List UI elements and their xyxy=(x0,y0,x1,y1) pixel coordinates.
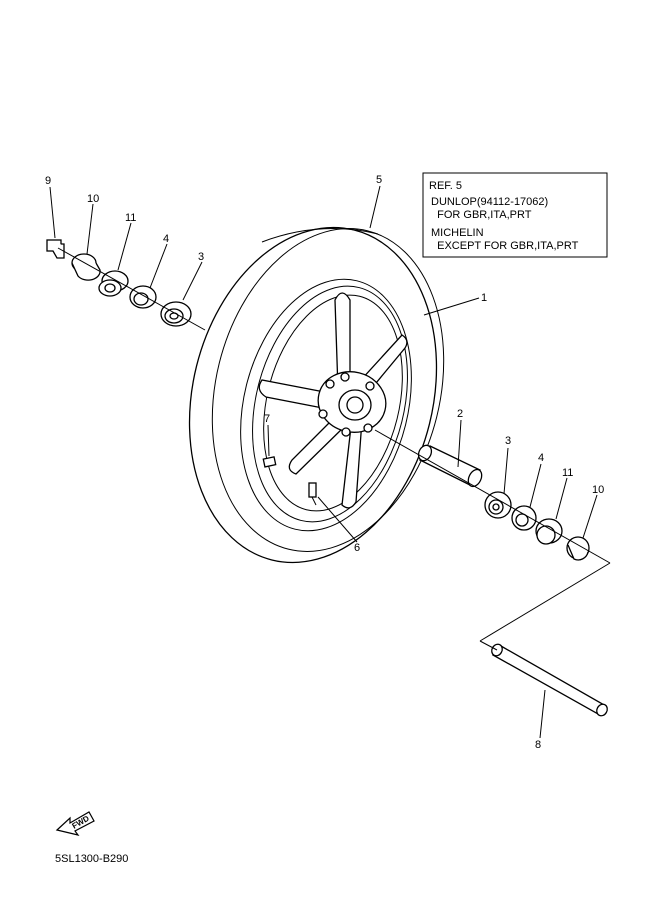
ref-note-line: DUNLOP(94112-17062) xyxy=(431,196,548,208)
callout-2: 2 xyxy=(457,408,463,420)
callout-labels: 9 10 11 4 3 5 1 2 3 4 11 10 7 6 8 xyxy=(45,174,604,751)
spacer-left xyxy=(129,285,157,309)
callout-11: 11 xyxy=(562,467,573,479)
callout-4: 4 xyxy=(163,233,169,245)
callout-8: 8 xyxy=(535,739,541,751)
ref-note-line: FOR GBR,ITA,PRT xyxy=(431,209,532,221)
tire-valve xyxy=(308,482,317,506)
balance-weight xyxy=(262,456,277,468)
callout-3: 3 xyxy=(198,251,204,263)
callout-1: 1 xyxy=(481,292,487,304)
leader-lines xyxy=(49,185,598,739)
reference-note-box: REF. 5 DUNLOP(94112-17062) FOR GBR,ITA,P… xyxy=(422,172,608,258)
ref-note-line: EXCEPT FOR GBR,ITA,PRT xyxy=(431,240,579,252)
ref-note-line: REF. 5 xyxy=(429,180,462,192)
spacer-right xyxy=(511,505,537,531)
callout-6: 6 xyxy=(354,542,360,554)
wheel-axle xyxy=(491,643,608,717)
diagram-code: 5SL1300-B290 xyxy=(55,853,128,865)
callout-4: 4 xyxy=(538,452,544,464)
forward-arrow-icon: FWD xyxy=(55,811,95,836)
bearing-right xyxy=(484,491,512,519)
collar-right xyxy=(566,536,590,561)
callout-10: 10 xyxy=(592,484,604,496)
axle-centerline xyxy=(57,247,611,651)
axle-bolt-left xyxy=(46,239,65,259)
oil-seal-left xyxy=(98,270,129,297)
callout-11: 11 xyxy=(125,212,136,224)
callout-3: 3 xyxy=(505,435,511,447)
wheel-spokes xyxy=(258,292,408,509)
wheel-hub xyxy=(317,371,387,437)
callout-9: 9 xyxy=(45,175,51,187)
oil-seal-right xyxy=(535,518,563,545)
callout-10: 10 xyxy=(87,193,99,205)
axle-spacer-tube xyxy=(417,444,483,488)
ref-note-line: MICHELIN xyxy=(431,227,484,239)
callout-7: 7 xyxy=(264,413,270,425)
callout-5: 5 xyxy=(376,174,382,186)
